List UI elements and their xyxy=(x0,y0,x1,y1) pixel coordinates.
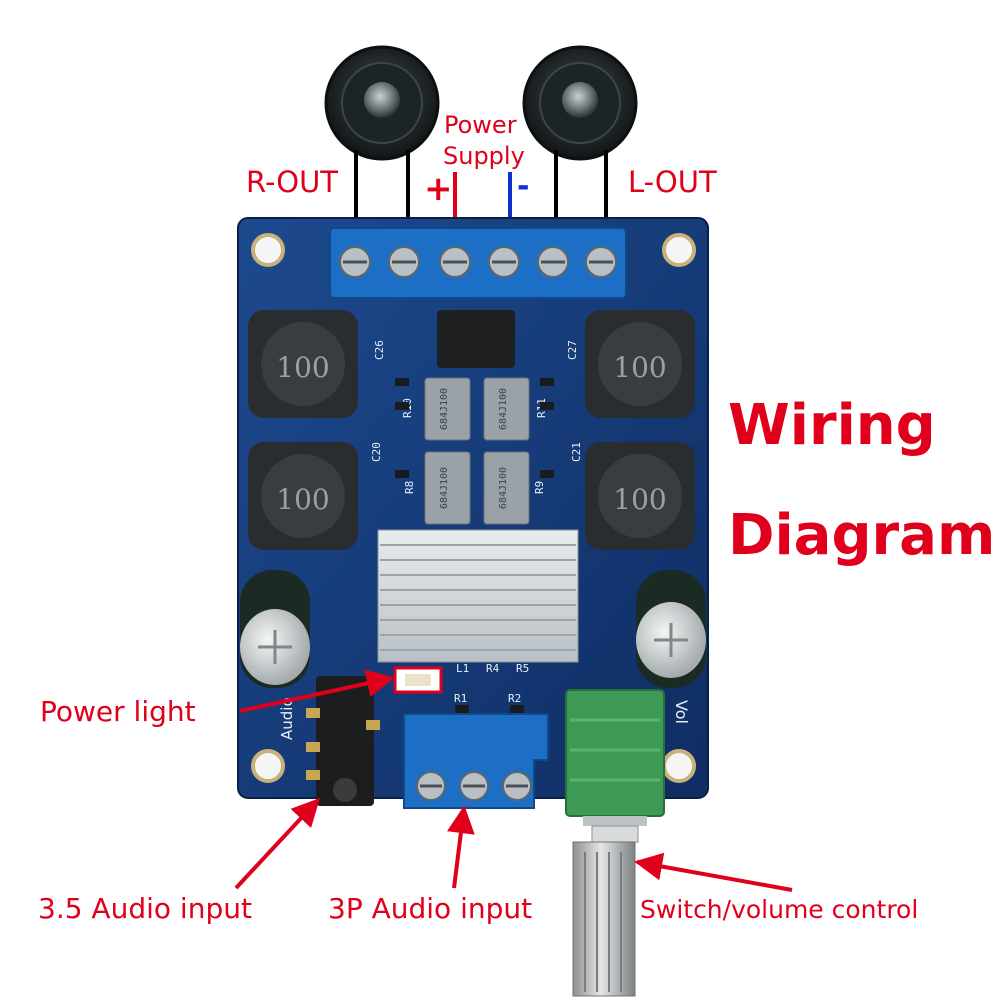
film-cap-label: 684J100 xyxy=(439,388,450,430)
output-power-terminal-block xyxy=(329,227,627,299)
audio-35-arrow xyxy=(234,797,320,890)
film-cap-label: 684J100 xyxy=(498,467,509,509)
inductor-top-left: 100 xyxy=(248,310,358,418)
silk-r2: R2 xyxy=(508,692,521,705)
electrolytic-capacitor-left xyxy=(240,570,310,688)
title-wiring: Wiring xyxy=(728,393,936,458)
smd-components xyxy=(395,378,554,713)
positive-sign: + xyxy=(424,169,453,209)
left-speaker xyxy=(522,45,638,161)
inductor-top-right: 100 xyxy=(585,310,695,418)
silk-c27: C27 xyxy=(566,340,579,360)
film-cap-label: 684J100 xyxy=(498,388,509,430)
inductor-label: 100 xyxy=(613,483,666,516)
silk-audio: Audio xyxy=(278,697,296,740)
switch-volume-arrow xyxy=(634,852,793,892)
power-supply-label-line2: Supply xyxy=(443,142,525,170)
audio-3p-label: 3P Audio input xyxy=(328,892,533,925)
silk-c21: C21 xyxy=(570,442,583,462)
power-supply-label-line1: Power xyxy=(444,111,517,139)
electrolytic-capacitor-right xyxy=(636,570,706,688)
inductor-label: 100 xyxy=(276,351,329,384)
title-diagram: Diagram xyxy=(728,503,996,568)
right-speaker xyxy=(324,45,440,161)
audio-3p-arrow xyxy=(446,805,475,889)
switch-volume-label: Switch/volume control xyxy=(640,895,919,924)
heatsink xyxy=(377,529,579,663)
silk-r1: R1 xyxy=(454,692,467,705)
volume-potentiometer xyxy=(565,689,665,997)
diode xyxy=(437,310,515,368)
callout-arrows xyxy=(234,669,793,892)
audio-jack-35mm xyxy=(306,676,380,806)
silk-vol: Vol xyxy=(672,700,691,724)
power-light-label: Power light xyxy=(40,695,196,728)
l-out-label: L-OUT xyxy=(628,165,717,199)
audio-35-label: 3.5 Audio input xyxy=(38,892,252,925)
inductor-bottom-left: 100 xyxy=(248,442,358,550)
power-led xyxy=(393,666,443,694)
r-out-label: R-OUT xyxy=(246,165,339,199)
silk-r5: R5 xyxy=(516,662,529,675)
silk-c26: C26 xyxy=(373,340,386,360)
power-light-arrow xyxy=(239,669,395,713)
film-cap-label: 684J100 xyxy=(439,467,450,509)
inductor-bottom-right: 100 xyxy=(585,442,695,550)
inductor-label: 100 xyxy=(276,483,329,516)
negative-sign: - xyxy=(517,169,530,204)
silk-r4: R4 xyxy=(486,662,500,675)
film-capacitors xyxy=(424,377,530,525)
silk-r9: R9 xyxy=(533,481,546,494)
silk-r8: R8 xyxy=(403,481,416,494)
silk-l1: L1 xyxy=(456,662,469,675)
inductor-label: 100 xyxy=(613,351,666,384)
silk-c20: C20 xyxy=(370,442,383,462)
input-3p-terminal-block xyxy=(403,713,549,809)
